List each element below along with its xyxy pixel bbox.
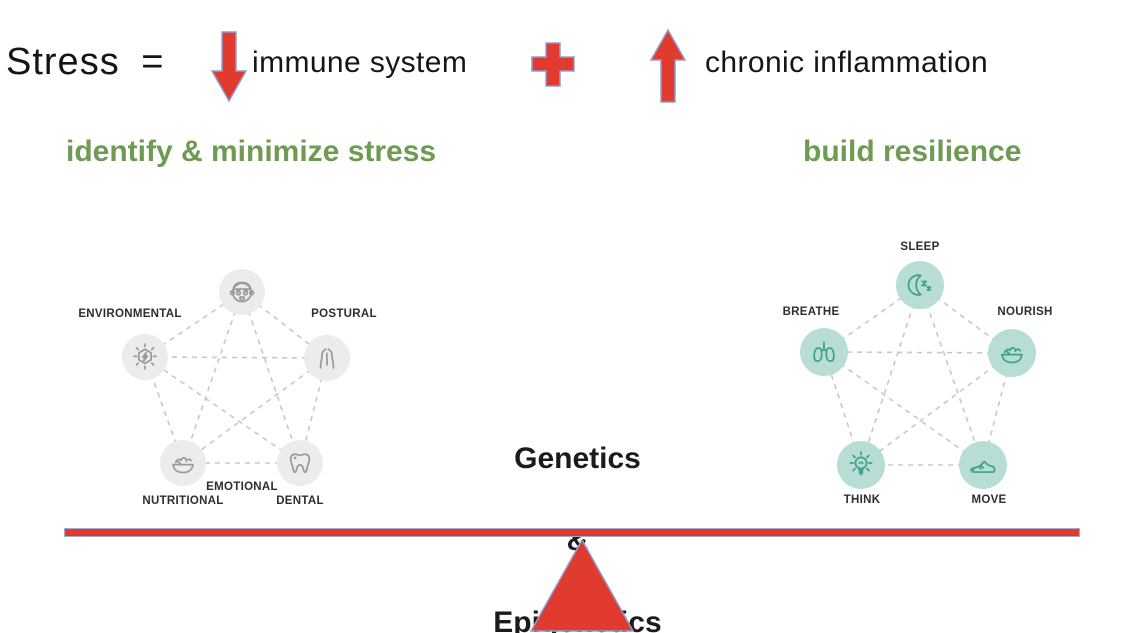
chronic-inflammation-term: chronic inflammation	[705, 46, 989, 79]
minimize-stress-heading: identify & minimize stress	[66, 135, 437, 168]
move-label: MOVE	[971, 494, 1007, 506]
stress-equation-lhs: Stress =	[6, 41, 165, 83]
energy-rays-icon	[133, 343, 157, 370]
dental-label: DENTAL	[276, 495, 324, 507]
think-node	[837, 441, 885, 489]
moon-zzz-icon	[907, 274, 932, 296]
nourish-node	[988, 329, 1036, 377]
emotional-label: EMOTIONAL	[206, 481, 278, 493]
genetics-line: Genetics	[514, 442, 641, 475]
emotional-node	[219, 269, 265, 315]
sleep-node	[896, 261, 944, 309]
environmental-label: ENVIRONMENTAL	[78, 308, 182, 320]
salad-bowl-icon	[172, 457, 194, 474]
move-node	[959, 441, 1007, 489]
immune-system-term: immune system	[252, 46, 468, 79]
salad-bowl-icon	[1001, 347, 1023, 364]
back-posture-icon	[319, 348, 335, 369]
nourish-label: NOURISH	[997, 306, 1053, 318]
sneaker-icon	[969, 460, 996, 473]
environmental-node	[122, 334, 168, 380]
tooth-icon	[289, 453, 311, 474]
stress-factors-pentagon: EMOTIONAL ENVIRONMENTAL POSTURAL	[60, 235, 420, 525]
think-label: THINK	[843, 494, 881, 506]
fulcrum-triangle-icon	[529, 538, 635, 632]
arrow-up-icon	[649, 28, 687, 103]
balance-beam	[64, 528, 1080, 537]
lightbulb-icon	[849, 451, 873, 475]
postural-label: POSTURAL	[311, 308, 377, 320]
build-resilience-heading: build resilience	[803, 135, 1022, 168]
resilience-factors-pentagon: SLEEP BREATHE NOURISH	[770, 225, 1120, 525]
plus-icon	[531, 42, 575, 87]
postural-node	[304, 335, 350, 381]
nutritional-node	[160, 440, 206, 486]
arrow-down-icon	[210, 31, 248, 103]
lungs-icon	[813, 341, 835, 362]
breathe-label: BREATHE	[782, 306, 840, 318]
worried-face-icon	[229, 281, 255, 303]
breathe-node	[800, 328, 848, 376]
sleep-label: SLEEP	[900, 241, 940, 253]
nutritional-label: NUTRITIONAL	[142, 495, 224, 507]
dental-node	[277, 440, 323, 486]
